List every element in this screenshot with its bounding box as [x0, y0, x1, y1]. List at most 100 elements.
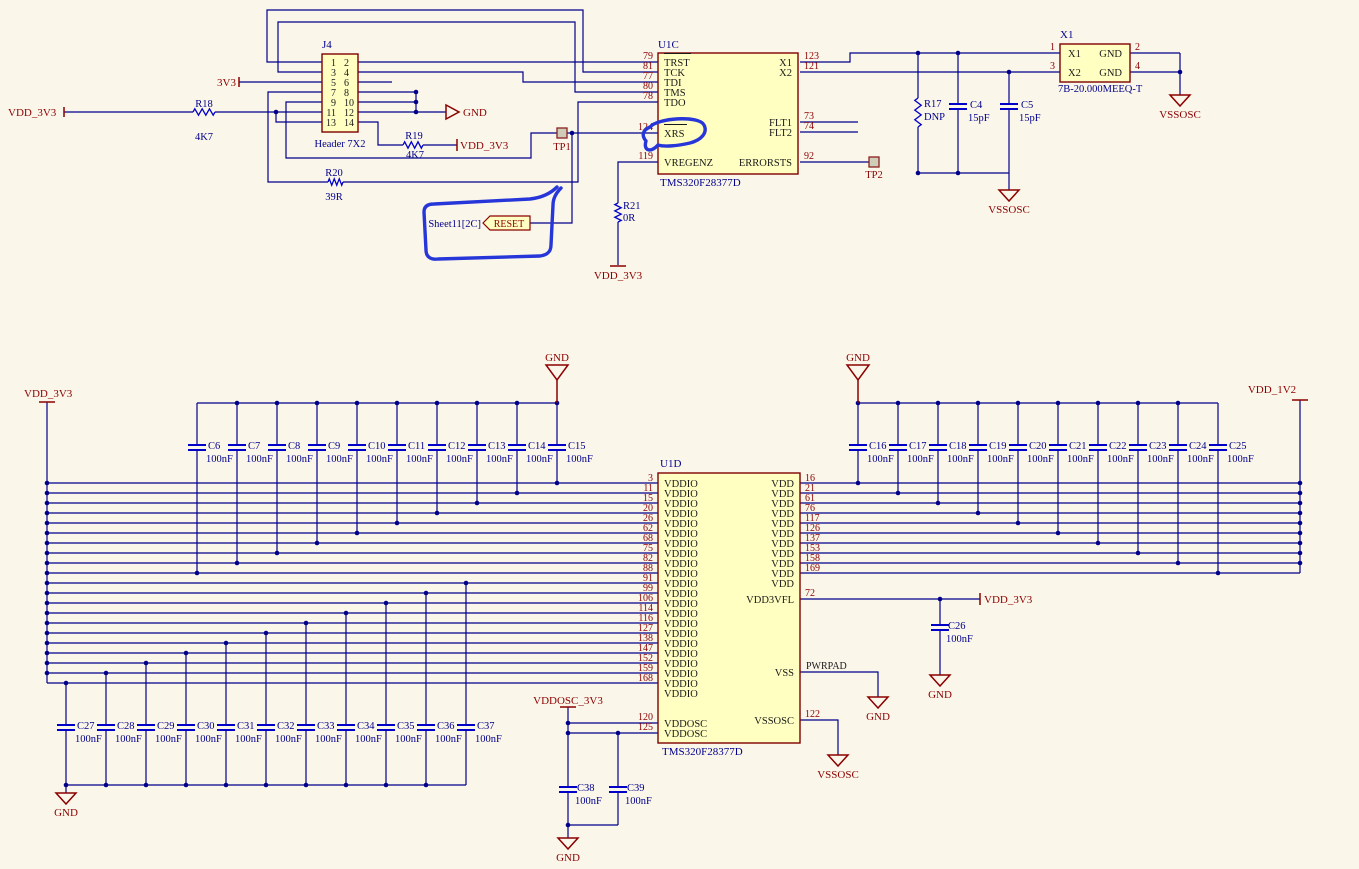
- junction-dot: [234, 400, 240, 406]
- component-body[interactable]: [321, 53, 359, 133]
- junction-dot: [44, 500, 50, 506]
- cap-ref: C19: [989, 441, 1007, 452]
- junction-dot: [1297, 550, 1303, 556]
- junction-dot: [474, 400, 480, 406]
- pin-number: 4: [1135, 61, 1140, 72]
- junction-dot: [314, 540, 320, 546]
- pin-name: VREGENZ: [664, 158, 713, 169]
- junction-dot: [394, 520, 400, 526]
- junction-dot: [1297, 480, 1303, 486]
- cap-ref: C4: [970, 100, 983, 111]
- cap-ref: C27: [77, 721, 95, 732]
- wire: [530, 133, 573, 224]
- pin-name: X1: [1068, 49, 1081, 60]
- pin-number: 68: [643, 533, 653, 544]
- annotation-circle[interactable]: [641, 117, 707, 152]
- pin-name: TDI: [664, 78, 682, 89]
- pin-number: 138: [638, 633, 653, 644]
- pin-name: VDD: [771, 579, 794, 590]
- net-label: VDD_3V3: [594, 270, 643, 282]
- junction-dot: [463, 580, 469, 586]
- junction-dot: [44, 490, 50, 496]
- cap-value: 15pF: [1019, 113, 1041, 124]
- pad-label: PWRPAD: [806, 661, 847, 672]
- pin-number: 72: [805, 588, 815, 599]
- sheet-port[interactable]: [482, 215, 531, 231]
- pin-name: TDO: [664, 98, 686, 109]
- pin-name: VDDIO: [664, 669, 698, 680]
- cap-ref: C10: [368, 441, 386, 452]
- component-body[interactable]: [657, 52, 799, 175]
- pin-number: 74: [804, 121, 814, 132]
- junction-dot: [413, 99, 419, 105]
- junction-dot: [975, 400, 981, 406]
- resistor-glyph[interactable]: [402, 140, 424, 150]
- junction-dot: [423, 590, 429, 596]
- pin-name: VDDIO: [664, 589, 698, 600]
- junction-dot: [1297, 530, 1303, 536]
- gnd-symbol-icon: [556, 837, 580, 851]
- net-label: VSSOSC: [817, 769, 859, 781]
- pin-number: 61: [805, 493, 815, 504]
- gnd-symbol-icon: [845, 364, 871, 382]
- junction-dot: [434, 510, 440, 516]
- pin-number: 106: [638, 593, 653, 604]
- cap-ref: C39: [627, 783, 645, 794]
- component-body[interactable]: [1059, 43, 1131, 83]
- cap-value: 100nF: [326, 454, 353, 465]
- test-point-label: TP1: [553, 142, 571, 153]
- resistor-glyph[interactable]: [913, 97, 923, 128]
- wire: [358, 121, 403, 146]
- wire: [800, 719, 839, 755]
- pin-number: 10: [344, 98, 354, 109]
- pin-name: VDDIO: [664, 559, 698, 570]
- component-body[interactable]: [657, 472, 801, 744]
- part-number: Header 7X2: [314, 139, 365, 150]
- junction-dot: [1175, 560, 1181, 566]
- net-label: VDD_3V3: [460, 140, 509, 152]
- gnd-arrow-icon: [445, 103, 461, 121]
- junction-dot: [955, 170, 961, 176]
- junction-dot: [915, 170, 921, 176]
- cap-value: 100nF: [475, 734, 502, 745]
- junction-dot: [895, 400, 901, 406]
- cap-ref: C29: [157, 721, 175, 732]
- junction-dot: [1095, 400, 1101, 406]
- junction-dot: [44, 630, 50, 636]
- resistor-glyph[interactable]: [192, 107, 216, 117]
- pin-number: 14: [344, 118, 354, 129]
- test-point[interactable]: [868, 156, 880, 168]
- pin-number: 15: [643, 493, 653, 504]
- junction-dot: [44, 480, 50, 486]
- pin-number: 124: [638, 122, 653, 133]
- pin-name: VDDIO: [664, 529, 698, 540]
- pin-number: 78: [643, 91, 653, 102]
- cap-ref: C7: [248, 441, 260, 452]
- junction-dot: [44, 580, 50, 586]
- resistor-glyph[interactable]: [327, 177, 344, 187]
- junction-dot: [1175, 400, 1181, 406]
- junction-dot: [1297, 500, 1303, 506]
- resistor-glyph[interactable]: [613, 202, 623, 223]
- wire: [800, 671, 879, 697]
- junction-dot: [44, 620, 50, 626]
- net-label: GND: [54, 807, 78, 819]
- pin-number: 114: [638, 603, 653, 614]
- pin-name: VDDIO: [664, 659, 698, 670]
- pin-number: 126: [805, 523, 820, 534]
- cap-value: 100nF: [355, 734, 382, 745]
- designator: X1: [1060, 29, 1073, 41]
- cap-value: 100nF: [286, 454, 313, 465]
- junction-dot: [63, 680, 69, 686]
- pin-name: GND: [1099, 49, 1122, 60]
- net-label: VSSOSC: [988, 204, 1030, 216]
- pin-number: 3: [648, 473, 653, 484]
- junction-dot: [343, 610, 349, 616]
- test-point[interactable]: [556, 127, 568, 139]
- annotation-box[interactable]: [422, 185, 563, 261]
- junction-dot: [343, 782, 349, 788]
- pin-number: 26: [643, 513, 653, 524]
- cap-value: 100nF: [867, 454, 894, 465]
- junction-dot: [1297, 540, 1303, 546]
